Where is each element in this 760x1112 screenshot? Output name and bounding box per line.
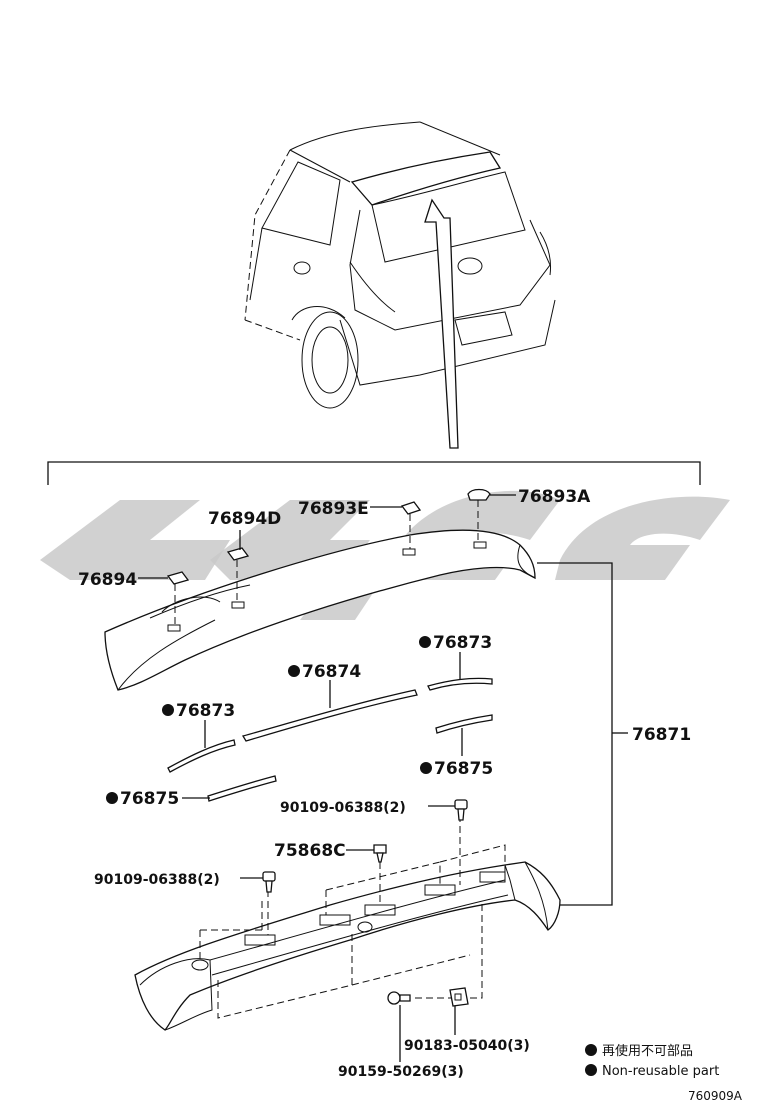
legend-jp: 再使用不可部品 bbox=[602, 1043, 693, 1059]
label-76894d: 76894D bbox=[208, 509, 281, 529]
rear-spoiler-upper bbox=[104, 529, 536, 691]
nonreusable-marker-icon bbox=[106, 792, 118, 804]
nonreusable-marker-icon bbox=[162, 704, 174, 716]
strip-76873-left bbox=[167, 739, 236, 773]
label-90183: 90183-05040(3) bbox=[404, 1038, 530, 1054]
screw-90159-icon bbox=[387, 991, 411, 1005]
strip-76875-left bbox=[207, 775, 277, 802]
strip-76873-top bbox=[427, 677, 493, 691]
strip-76875-right bbox=[435, 714, 493, 734]
label-90109-upper: 90109-06388(2) bbox=[280, 800, 406, 816]
label-76874: 76874 bbox=[302, 662, 361, 682]
label-76893e: 76893E bbox=[298, 499, 369, 519]
legend-en: Non-reusable part bbox=[602, 1064, 719, 1079]
pad-76894d bbox=[226, 547, 250, 561]
assembly-bracket bbox=[47, 461, 701, 485]
moulding-strips bbox=[167, 677, 493, 802]
legend: 再使用不可部品 Non-reusable part bbox=[585, 1043, 719, 1079]
pad-76893e bbox=[400, 501, 422, 515]
nonreusable-marker-icon bbox=[420, 762, 432, 774]
label-90159: 90159-50269(3) bbox=[338, 1064, 464, 1080]
screw-90109-lower-icon bbox=[262, 871, 276, 893]
nonreusable-marker-icon bbox=[288, 665, 300, 677]
mounting-guides bbox=[199, 815, 506, 1019]
label-76875-right: 76875 bbox=[434, 759, 493, 779]
pad-76894 bbox=[166, 571, 190, 585]
car-rear-illustration bbox=[244, 121, 556, 449]
nonreusable-marker-icon bbox=[419, 636, 431, 648]
legend-marker-icon bbox=[585, 1044, 597, 1056]
label-76894: 76894 bbox=[78, 570, 137, 590]
nut-90183-icon bbox=[449, 987, 469, 1007]
label-75868c: 75868C bbox=[274, 841, 346, 861]
label-76875-left: 76875 bbox=[120, 789, 179, 809]
legend-marker-icon bbox=[585, 1064, 597, 1076]
rear-spoiler-lower bbox=[134, 861, 561, 1031]
fasteners bbox=[262, 799, 469, 1007]
spoiler-pads bbox=[166, 488, 491, 625]
label-90109-lower: 90109-06388(2) bbox=[94, 872, 220, 888]
part-labels: 76893A 76893E 76894D 76894 76873 76874 7… bbox=[78, 487, 691, 1080]
label-76873-top: 76873 bbox=[433, 633, 492, 653]
label-76873-left: 76873 bbox=[176, 701, 235, 721]
leader-lines bbox=[138, 494, 628, 1062]
label-76893a: 76893A bbox=[518, 487, 591, 507]
clip-75868c-icon bbox=[373, 844, 387, 863]
cap-76893a bbox=[467, 488, 491, 501]
strip-76874 bbox=[242, 689, 418, 742]
diagram-code: 760909A bbox=[688, 1089, 743, 1103]
label-76871: 76871 bbox=[632, 725, 691, 745]
screw-90109-upper-icon bbox=[454, 799, 468, 821]
